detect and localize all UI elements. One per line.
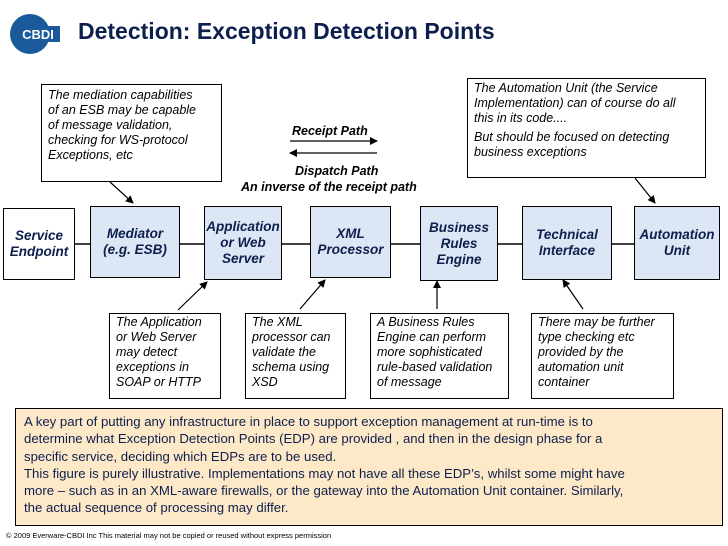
dispatch-path-label: Dispatch Path: [295, 164, 379, 178]
callout-technical: There may be further type checking etc p…: [531, 313, 674, 399]
callout-line: Exceptions, etc: [48, 148, 133, 162]
callout-line: Engine can perform: [377, 330, 487, 344]
callout-rules: A Business Rules Engine can perform more…: [370, 313, 509, 399]
summary-box: A key part of putting any infrastructure…: [15, 408, 723, 526]
service-endpoint-box: Service Endpoint: [3, 208, 75, 280]
box-label: Application: [206, 219, 280, 234]
callout-line: type checking etc: [538, 330, 635, 344]
box-label: Interface: [538, 243, 596, 258]
callout-line: schema using: [252, 360, 330, 374]
callout-appserver: The Application or Web Server may detect…: [109, 313, 221, 399]
callout-line: processor can: [252, 330, 331, 344]
callout-line: automation unit: [538, 360, 624, 374]
technical-callout-arrow: [562, 279, 584, 310]
callout-line: But should be focused on detecting: [474, 130, 670, 144]
box-label: Service: [14, 228, 64, 243]
page-title: Detection: Exception Detection Points: [78, 18, 495, 44]
inverse-path-label: An inverse of the receipt path: [241, 180, 417, 194]
mediator-box: Mediator (e.g. ESB): [90, 206, 180, 278]
summary-line: the actual sequence of processing may di…: [24, 500, 289, 516]
box-label: Processor: [317, 242, 384, 257]
callout-line: The Application: [116, 315, 202, 329]
callout-line: Implementation) can of course do all: [474, 96, 676, 110]
callout-line: or Web Server: [116, 330, 197, 344]
box-label: (e.g. ESB): [103, 242, 167, 257]
box-label: Rules: [440, 235, 478, 251]
callout-line: rule-based validation: [377, 360, 493, 374]
callout-line: this in its code....: [474, 111, 568, 125]
copyright-notice: © 2009 Everware-CBDI Inc This material m…: [6, 531, 332, 540]
automation-unit-box: Automation Unit: [634, 206, 720, 280]
summary-line: specific service, deciding which EDPs ar…: [24, 448, 337, 464]
callout-line: container: [538, 375, 590, 389]
summary-line: A key part of putting any infrastructure…: [24, 414, 593, 429]
callout-line: A Business Rules: [377, 315, 475, 329]
box-label: Business: [428, 219, 490, 235]
callout-line: business exceptions: [474, 145, 587, 159]
rules-engine-box: Business Rules Engine: [420, 206, 498, 281]
callout-line: SOAP or HTTP: [116, 375, 201, 389]
callout-line: provided by the: [538, 345, 624, 359]
xml-callout-arrow: [299, 279, 326, 310]
cbdi-logo: CBDI: [10, 14, 60, 54]
box-label: Endpoint: [9, 244, 69, 259]
box-label: Mediator: [106, 226, 164, 241]
callout-xml: The XML processor can validate the schem…: [245, 313, 346, 399]
box-label: Server: [221, 251, 265, 266]
callout-line: more sophisticated: [377, 345, 482, 359]
summary-line: determine what Exception Detection Point…: [24, 431, 603, 447]
box-label: or Web: [220, 235, 266, 250]
appserver-callout-arrow: [177, 281, 208, 311]
callout-line: The Automation Unit (the Service: [474, 81, 658, 95]
callout-line: of message: [377, 375, 442, 389]
callout-line: exceptions in: [116, 360, 189, 374]
callout-line: of an ESB may be capable: [48, 103, 197, 117]
callout-line: There may be further: [538, 315, 655, 329]
callout-line: The mediation capabilities: [48, 88, 193, 102]
logo-text: CBDI: [22, 27, 54, 42]
box-label: Automation: [639, 227, 715, 242]
summary-line: more – such as in an XML-aware firewalls…: [24, 483, 624, 499]
box-label: Technical: [536, 227, 598, 242]
callout-line: XSD: [252, 375, 278, 389]
callout-esb: The mediation capabilities of an ESB may…: [41, 84, 222, 182]
xml-processor-box: XML Processor: [310, 206, 391, 278]
box-label: XML: [336, 226, 365, 241]
callout-line: checking for WS-protocol: [48, 133, 188, 147]
callout-line: validate the: [252, 345, 316, 359]
callout-line: of message validation,: [48, 118, 173, 132]
callout-line: may detect: [116, 345, 178, 359]
esb-callout-arrow: [109, 181, 134, 204]
technical-interface-box: Technical Interface: [522, 206, 612, 280]
callout-automation: The Automation Unit (the Service Impleme…: [467, 78, 706, 178]
automation-callout-arrow: [634, 177, 656, 204]
box-label: Engine: [436, 251, 482, 267]
receipt-path-label: Receipt Path: [292, 124, 368, 138]
app-server-box: Application or Web Server: [204, 206, 282, 280]
box-label: Unit: [663, 243, 691, 258]
summary-line: This figure is purely illustrative. Impl…: [24, 465, 625, 481]
callout-line: The XML: [252, 315, 303, 329]
